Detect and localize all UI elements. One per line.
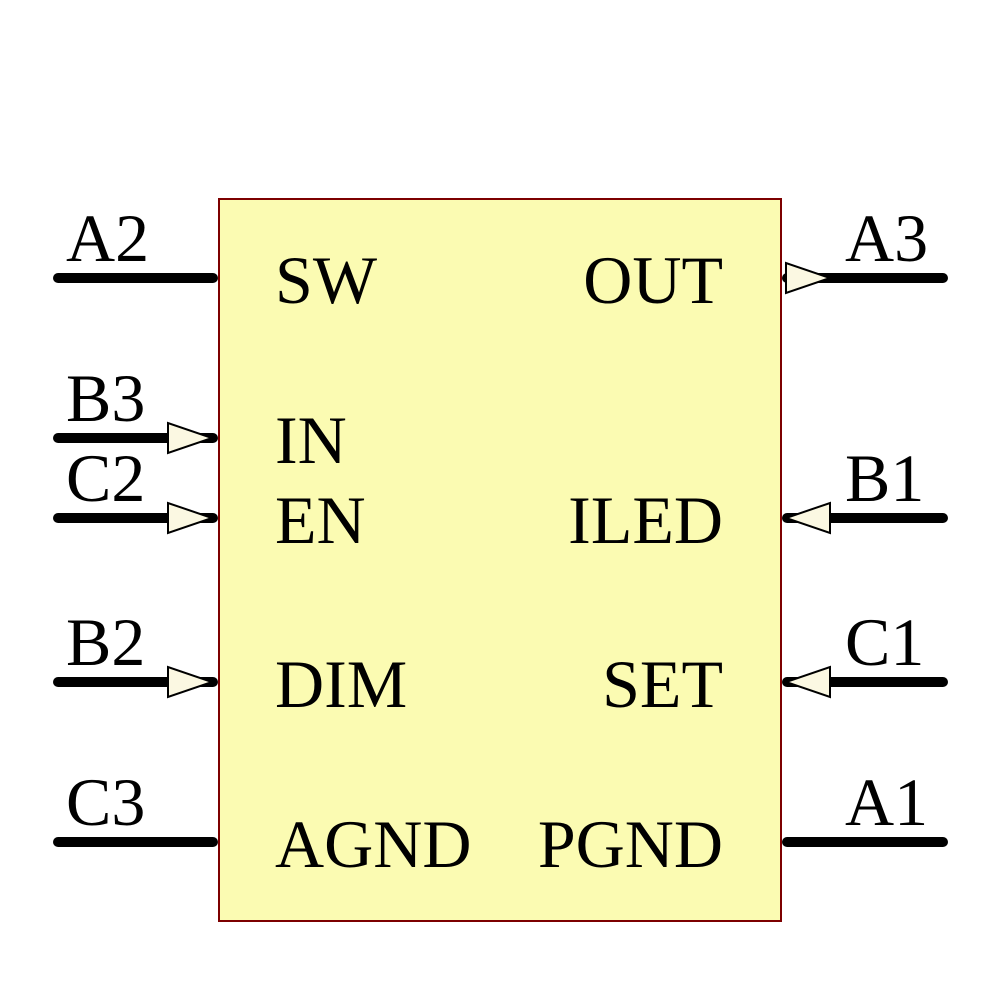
pin-wire[interactable] (53, 273, 218, 283)
pin-name-label: EN (275, 482, 366, 558)
pin-name-label: IN (275, 402, 347, 478)
pin-name-label: AGND (275, 806, 472, 882)
input-arrow-icon (167, 665, 215, 699)
pin-number: B1 (845, 440, 925, 516)
pin-name-label: SET (602, 646, 723, 722)
pin-name-label: DIM (275, 646, 408, 722)
pin-wire[interactable] (782, 273, 948, 283)
input-arrow-icon (783, 665, 831, 699)
input-arrow-icon (783, 501, 831, 535)
pin-wire[interactable] (53, 837, 218, 847)
pin-number: C1 (845, 604, 925, 680)
output-arrow-icon (785, 261, 833, 295)
pin-name-label: ILED (568, 482, 723, 558)
pin-name-label: PGND (537, 806, 723, 882)
pin-wire[interactable] (53, 677, 218, 687)
pin-number: B3 (66, 360, 146, 436)
pin-number: C3 (66, 764, 146, 840)
pin-number: C2 (66, 440, 146, 516)
input-arrow-icon (167, 421, 215, 455)
pin-number: A3 (845, 200, 929, 276)
pin-number: B2 (66, 604, 146, 680)
pin-wire[interactable] (782, 677, 948, 687)
pin-wire[interactable] (53, 433, 218, 443)
pin-number: A2 (66, 200, 150, 276)
pin-name-label: OUT (583, 242, 723, 318)
pin-wire[interactable] (53, 513, 218, 523)
pin-wire[interactable] (782, 513, 948, 523)
pin-wire[interactable] (782, 837, 948, 847)
pin-number: A1 (845, 764, 929, 840)
component-body[interactable] (218, 198, 782, 922)
input-arrow-icon (167, 501, 215, 535)
pin-name-label: SW (275, 242, 377, 318)
